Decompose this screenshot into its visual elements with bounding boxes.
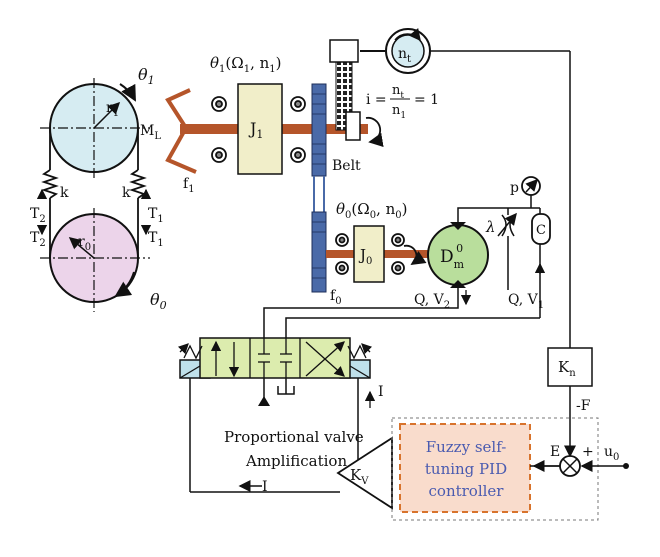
t1-bottom-label: T1 — [148, 230, 164, 249]
amplification-label: Amplification — [245, 452, 347, 470]
upper-pulley — [311, 83, 327, 177]
e-label: E — [550, 444, 560, 460]
svg-text:n1: n1 — [392, 103, 406, 121]
pressure-gauge: p — [510, 176, 541, 208]
q-v2-label: Q, V2 — [414, 292, 450, 311]
j1-inertia — [237, 83, 283, 175]
svg-text:nt: nt — [392, 83, 404, 101]
j1-label: J1 — [248, 119, 263, 141]
q-v1-label: Q, V1 — [508, 292, 544, 311]
k-left-label: k — [60, 185, 69, 201]
upper-drum: r1 — [40, 78, 150, 178]
theta1-arrow-label: θ1 — [138, 65, 155, 87]
svg-text:Fuzzy self-: Fuzzy self- — [426, 438, 507, 456]
c-label: C — [536, 223, 546, 238]
nt-label: nt — [398, 46, 411, 65]
belt-label: Belt — [332, 158, 361, 174]
kv-amplifier: KV — [336, 436, 393, 510]
upper-bearings — [208, 92, 306, 163]
t1-top-label: T1 — [148, 206, 164, 225]
j0-inertia — [353, 225, 385, 283]
fuzzy-pid-controller: Fuzzy self- tuning PID controller — [399, 423, 531, 513]
j0-label: J0 — [358, 246, 372, 267]
t2-bottom-label: T2 — [30, 230, 46, 249]
theta0-arrow-label: θ0 — [150, 290, 167, 312]
svg-text:tuning PID: tuning PID — [425, 460, 507, 478]
theta0-label: θ0(Ω0, n0) — [336, 200, 408, 221]
speed-sensor: nt — [385, 28, 431, 74]
lambda-label: λ — [485, 218, 496, 236]
svg-text:Kn: Kn — [558, 358, 576, 379]
k-right-label: k — [122, 185, 131, 201]
gear-ratio: i = nt n1 = 1 — [366, 83, 439, 121]
proportional-valve-label: Proportional valve — [224, 428, 364, 446]
accumulator: C — [531, 208, 551, 318]
dm-label: Dm0 — [440, 242, 465, 271]
minus-f-label: -F — [576, 398, 591, 414]
f1-label: f1 — [183, 176, 195, 195]
theta1-label: θ1(Ω1, n1) — [210, 54, 282, 75]
t2-top-label: T2 — [30, 206, 46, 225]
kv-label: KV — [350, 466, 369, 487]
r1-label: r1 — [106, 100, 119, 119]
i-up-label: I — [378, 384, 384, 400]
left-cable-spring — [41, 128, 59, 258]
lower-drum: r0 — [40, 208, 150, 312]
u0-label: u0 — [604, 444, 619, 463]
p-label: p — [510, 180, 519, 196]
r0-label: r0 — [78, 234, 91, 253]
controller-group-border — [391, 417, 599, 521]
f0-label: f0 — [330, 288, 342, 307]
plus-label: + — [582, 444, 594, 460]
summing-junction — [559, 455, 581, 477]
i-bottom-label: I — [262, 479, 268, 495]
hydraulic-motor: Dm0 — [427, 222, 489, 288]
throttle-valve — [497, 212, 517, 237]
lower-pulley — [311, 211, 327, 293]
proportional-valve — [177, 337, 373, 406]
ml-label: ML — [140, 123, 161, 142]
kn-block: Kn — [547, 347, 593, 387]
svg-text:controller: controller — [429, 482, 505, 500]
svg-text:i =: i = — [366, 92, 387, 108]
svg-text:= 1: = 1 — [414, 92, 439, 108]
lower-bearings — [335, 233, 405, 275]
